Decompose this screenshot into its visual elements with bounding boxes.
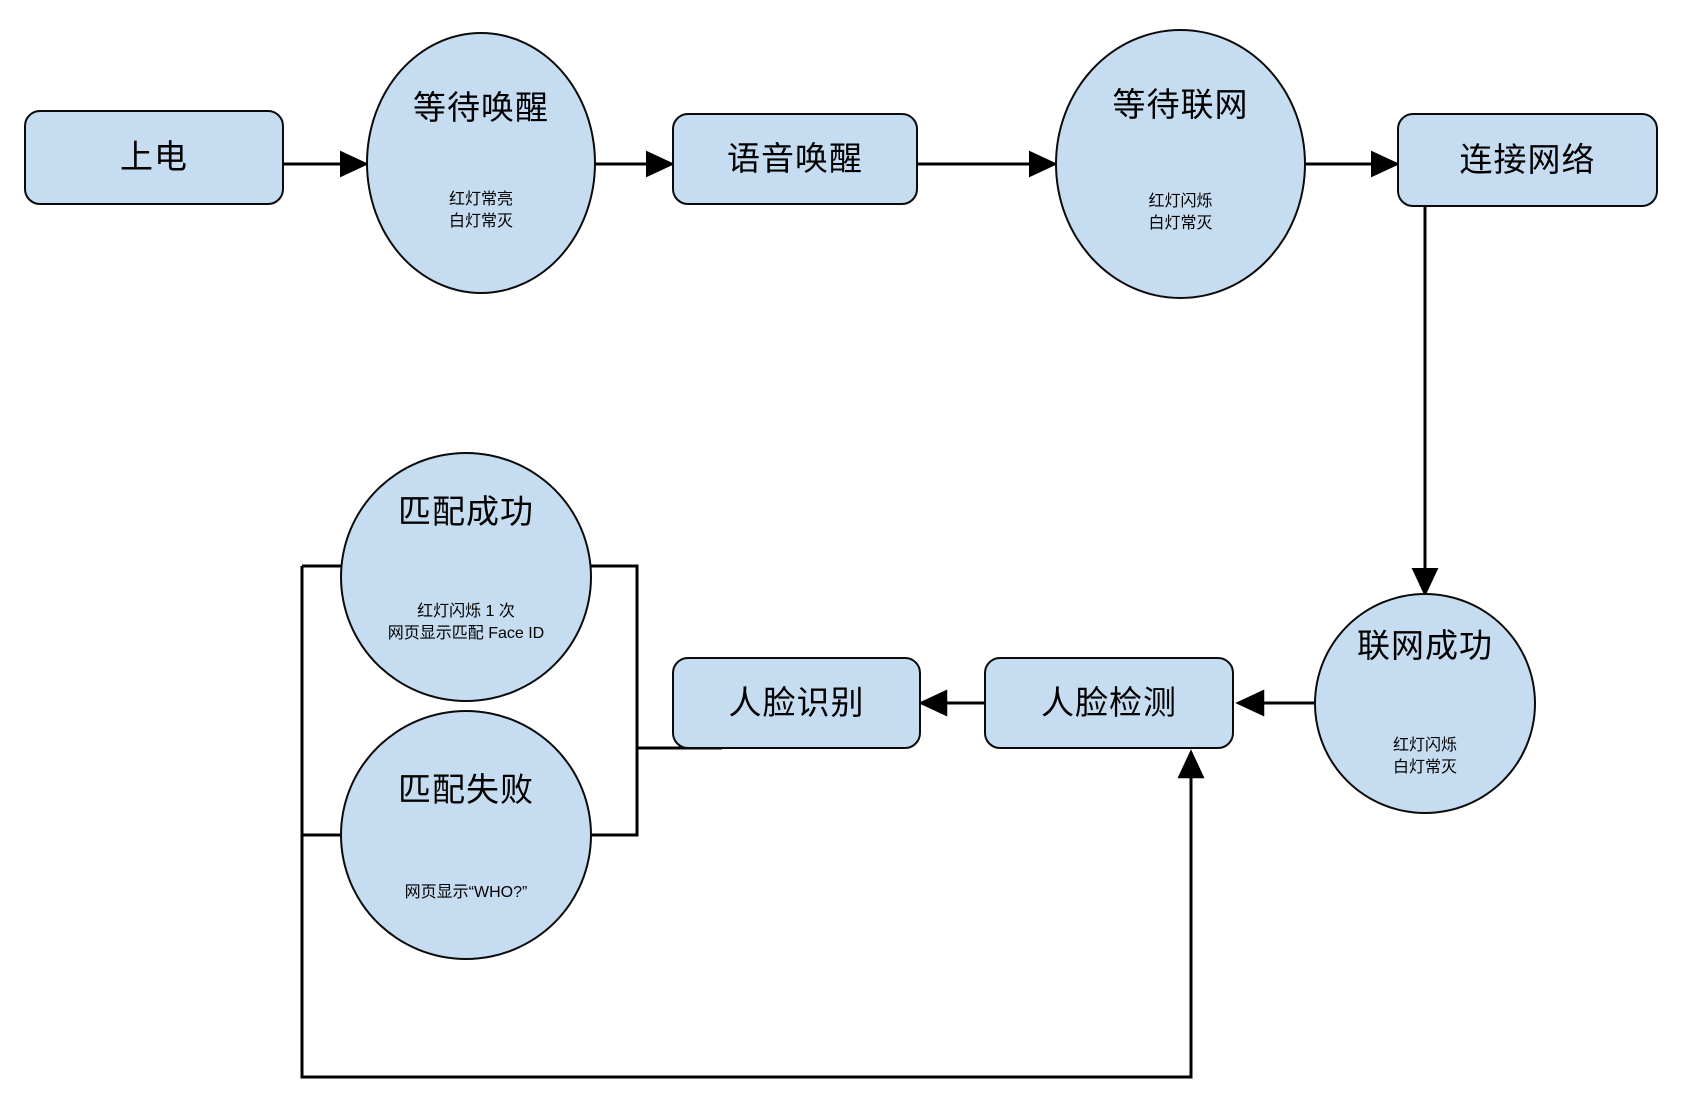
node-power-on[interactable]: 上电 xyxy=(24,110,284,205)
node-match-fail[interactable]: 匹配失败 网页显示“WHO?” xyxy=(340,710,592,960)
node-match-success-label: 匹配成功 xyxy=(398,493,534,530)
node-voice-wake[interactable]: 语音唤醒 xyxy=(672,113,918,205)
node-voice-wake-label: 语音唤醒 xyxy=(727,139,863,177)
node-network-ok[interactable]: 联网成功 红灯闪烁 白灯常灭 xyxy=(1314,593,1536,814)
node-connect-network[interactable]: 连接网络 xyxy=(1397,113,1658,207)
node-wait-wake[interactable]: 等待唤醒 红灯常亮 白灯常灭 xyxy=(366,32,596,294)
node-face-recognize-label: 人脸识别 xyxy=(728,683,865,721)
node-match-fail-label: 匹配失败 xyxy=(398,771,534,808)
node-wait-network-label: 等待联网 xyxy=(1112,86,1249,123)
node-connect-network-label: 连接网络 xyxy=(1459,140,1596,178)
node-face-detect-label: 人脸检测 xyxy=(1041,683,1177,721)
node-face-recognize[interactable]: 人脸识别 xyxy=(672,657,921,749)
node-match-fail-sub: 网页显示“WHO?” xyxy=(404,884,528,901)
node-match-success-sub: 红灯闪烁 1 次 网页显示匹配 Face ID xyxy=(387,603,545,642)
node-wait-wake-label: 等待唤醒 xyxy=(413,89,549,126)
node-network-ok-sub: 红灯闪烁 白灯常灭 xyxy=(1392,737,1457,776)
node-network-ok-label: 联网成功 xyxy=(1357,627,1493,664)
node-face-detect[interactable]: 人脸检测 xyxy=(984,657,1234,749)
node-wait-network-sub: 红灯闪烁 白灯常灭 xyxy=(1148,193,1213,232)
node-wait-wake-sub: 红灯常亮 白灯常灭 xyxy=(448,191,513,230)
node-match-success[interactable]: 匹配成功 红灯闪烁 1 次 网页显示匹配 Face ID xyxy=(340,452,592,702)
node-power-on-label: 上电 xyxy=(120,138,188,176)
node-wait-network[interactable]: 等待联网 红灯闪烁 白灯常灭 xyxy=(1055,29,1306,299)
